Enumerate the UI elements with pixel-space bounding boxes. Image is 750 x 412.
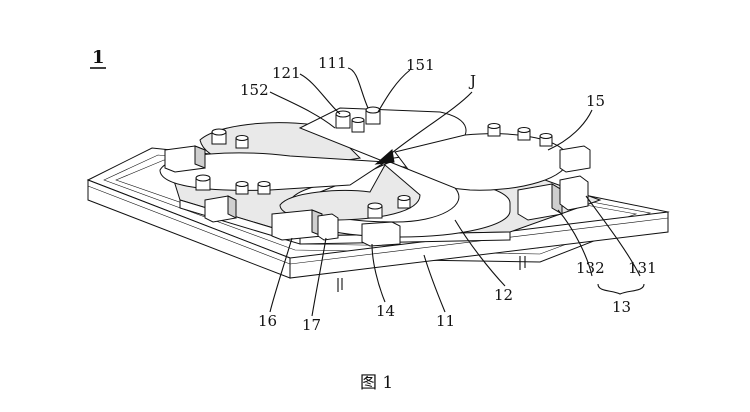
- label-152: 152: [240, 81, 269, 99]
- label-14: 14: [376, 302, 395, 320]
- label-11: 11: [436, 312, 455, 330]
- petal-group: [159, 107, 569, 223]
- bolts: [195, 106, 553, 219]
- label-132: 132: [576, 259, 605, 277]
- label-121: 121: [272, 64, 301, 82]
- label-15: 15: [586, 92, 605, 110]
- label-131: 131: [628, 259, 657, 277]
- arrow-j: [374, 91, 473, 165]
- label-17: 17: [302, 316, 321, 334]
- figure-number: 1: [92, 47, 105, 68]
- figure-caption: 图 1: [360, 373, 393, 393]
- label-16: 16: [258, 312, 277, 330]
- label-111: 111: [318, 54, 347, 72]
- label-j: J: [468, 72, 476, 90]
- leader-lines: [269, 67, 645, 317]
- label-12: 12: [494, 286, 513, 304]
- label-151: 151: [406, 56, 435, 74]
- label-13: 13: [612, 298, 631, 316]
- support-blocks: [164, 145, 591, 247]
